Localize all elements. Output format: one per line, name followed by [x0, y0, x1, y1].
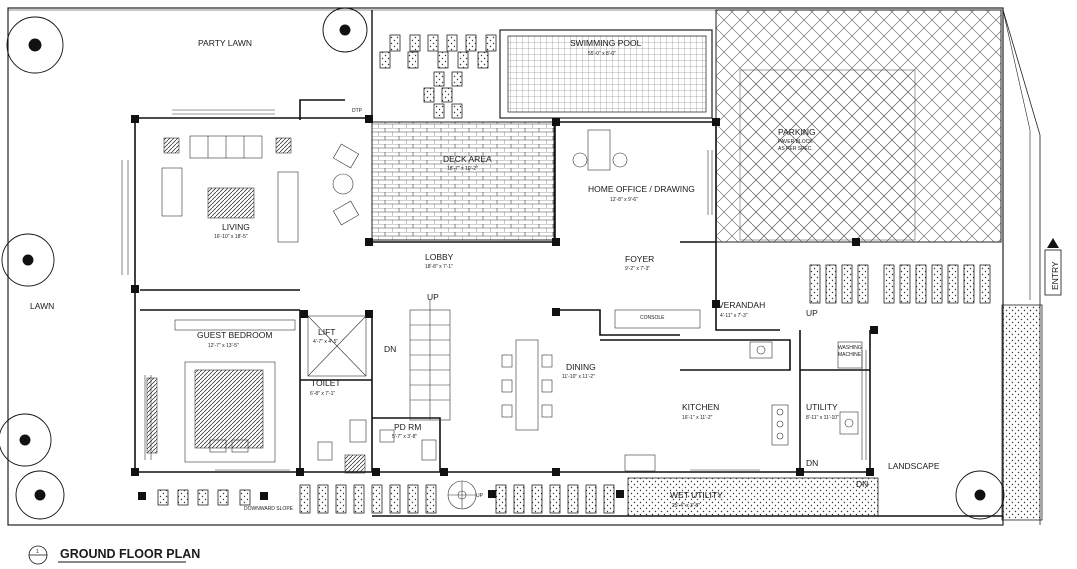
landscape-strip	[1001, 304, 1043, 521]
label-utility: UTILITY	[806, 402, 838, 412]
label-paver-note-2: AS PER SPEC.	[778, 146, 813, 152]
staircase	[409, 300, 477, 510]
label-deck-area: DECK AREA	[443, 154, 492, 164]
label-parking: PARKING	[778, 127, 816, 137]
label-kitchen: KITCHEN	[682, 402, 719, 412]
deck-area	[371, 121, 555, 241]
label-dining: DINING	[566, 362, 596, 372]
label-lift-dim: 4'-7" x 4'-5"	[313, 339, 338, 345]
kitchen-fittings	[614, 309, 863, 472]
label-home-office: HOME OFFICE / DRAWING	[588, 184, 695, 194]
label-deck-area-dim: 18'-7" x 10'-2"	[447, 166, 478, 172]
label-utility-dim: 8'-11" x 11'-10"	[806, 415, 839, 421]
label-dn-stair: DN	[384, 344, 396, 354]
entry-marker	[1044, 249, 1062, 296]
label-living-dim: 16'-10" x 18'-5"	[214, 234, 248, 240]
label-dn-right: DN	[856, 479, 868, 489]
label-foyer: FOYER	[625, 254, 654, 264]
label-guest-bedroom: GUEST BEDROOM	[197, 330, 272, 340]
label-living: LIVING	[222, 222, 250, 232]
label-up-stair: UP	[427, 292, 439, 302]
living-furniture	[161, 135, 360, 243]
label-dn-utility: DN	[806, 458, 818, 468]
label-lobby-dim: 18'-8" x 7'-1"	[425, 264, 453, 270]
label-landscape: LANDSCAPE	[888, 461, 940, 471]
label-drain-note: DOWNWARD SLOPE	[244, 506, 294, 512]
label-home-office-dim: 12'-8" x 9'-6"	[610, 197, 638, 203]
swimming-pool	[499, 29, 713, 119]
room-labels: PARTY LAWN LAWN SWIMMING POOL 55'-0" x 8…	[30, 38, 1060, 512]
label-kitchen-dim: 16'-1" x 11'-2"	[682, 415, 713, 421]
bottom-stepping-blocks	[157, 484, 615, 514]
drawing-title: 1 GROUND FLOOR PLAN	[28, 545, 200, 565]
label-up-spiral: UP	[476, 493, 484, 499]
bedroom-furniture	[146, 319, 296, 463]
label-washing-machine-2: MACHINE	[838, 352, 862, 358]
label-console: CONSOLE	[640, 315, 665, 321]
label-washing-machine-1: WASHING	[838, 345, 862, 351]
label-wet-utility: WET UTILITY	[670, 490, 723, 500]
label-verandah-dim: 4'-11" x 7'-3"	[720, 313, 748, 319]
paver-blocks	[809, 264, 991, 304]
dining-furniture	[501, 339, 553, 431]
label-lobby: LOBBY	[425, 252, 454, 262]
label-lift: LIFT	[318, 327, 335, 337]
title-marker: 1	[36, 549, 39, 555]
stepping-stones	[379, 34, 497, 119]
service-rooms	[307, 315, 437, 474]
plan-title: GROUND FLOOR PLAN	[60, 547, 200, 561]
parking-area	[715, 9, 1002, 243]
label-entry: ENTRY	[1050, 261, 1060, 290]
wet-utility-area	[627, 477, 879, 517]
label-guest-bedroom-dim: 12'-7" x 13'-5"	[208, 343, 239, 349]
label-up-verandah: UP	[806, 308, 818, 318]
label-dining-dim: 11'-10" x 11'-2"	[562, 374, 595, 380]
label-verandah: VERANDAH	[718, 300, 765, 310]
label-pd-rm: PD RM	[394, 422, 421, 432]
label-lawn: LAWN	[30, 301, 54, 311]
label-swimming-pool: SWIMMING POOL	[570, 38, 642, 48]
structural-columns	[131, 115, 878, 500]
label-foyer-dim: 9'-2" x 7'-3"	[625, 266, 650, 272]
label-wet-utility-dim: 25'-4" x 3'-8"	[672, 503, 700, 509]
label-pd-rm-dim: 5'-7" x 3'-8"	[392, 434, 417, 440]
label-dtp: DTP	[352, 108, 363, 114]
label-paver-note-1: PAVER BLOCK	[778, 139, 813, 145]
label-toilet-dim: 6'-8" x 7'-1"	[310, 391, 335, 397]
label-party-lawn: PARTY LAWN	[198, 38, 252, 48]
trees	[0, 7, 1005, 520]
office-furniture	[572, 129, 628, 171]
label-toilet: TOILET	[311, 378, 341, 388]
label-swimming-pool-dim: 55'-0" x 8'-0"	[588, 51, 616, 57]
